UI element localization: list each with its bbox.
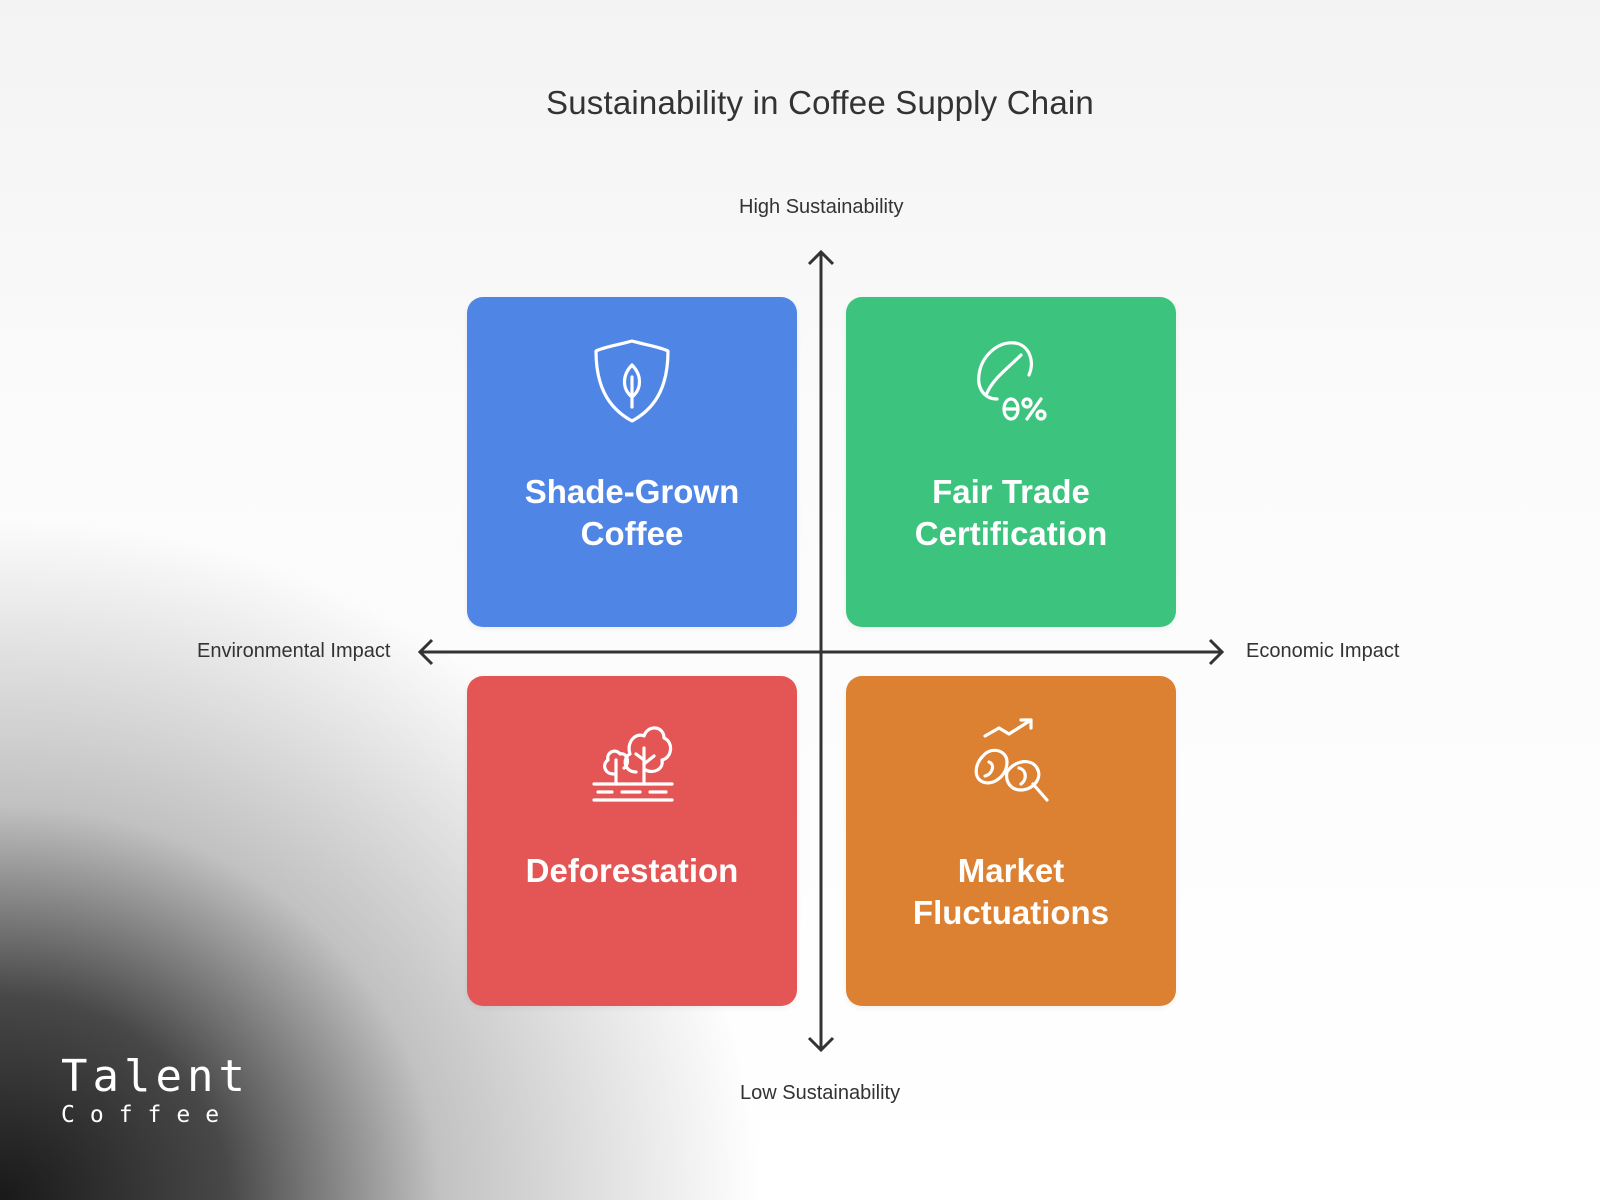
arrow-up: [807, 249, 835, 266]
trees-icon: [592, 726, 674, 802]
axis-label-right: Economic Impact: [1246, 640, 1400, 662]
quadrant-label: Shade-Grown Coffee: [524, 473, 740, 552]
axis-label-bottom: Low Sustainability: [740, 1082, 901, 1104]
diagram-title: Sustainability in Coffee Supply Chain: [546, 84, 1094, 121]
axis-label-left: Environmental Impact: [197, 640, 391, 662]
quadrant-shade-grown-coffee: Shade-Grown Coffee: [467, 297, 797, 627]
arrow-left: [417, 638, 434, 666]
arrow-down: [807, 1036, 835, 1053]
quadrant-label: Deforestation: [525, 852, 739, 889]
beans-trend-icon: [974, 718, 1049, 802]
quadrant-label: Market Fluctuations: [912, 852, 1110, 931]
quadrant-label: Fair Trade Certification: [914, 473, 1108, 552]
shield-leaf-icon: [594, 339, 670, 423]
axis-label-top: High Sustainability: [739, 196, 904, 218]
logo-line-2: Coffee: [61, 1102, 235, 1128]
coffee-bean-percent-icon: [977, 341, 1047, 421]
arrow-right: [1208, 638, 1225, 666]
quadrant-fair-trade-certification: Fair Trade Certification: [846, 297, 1176, 627]
talent-coffee-logo: Talent Coffee: [61, 1051, 250, 1129]
quadrant-market-fluctuations: Market Fluctuations: [846, 676, 1176, 1006]
logo-line-1: Talent: [61, 1051, 250, 1102]
quadrant-deforestation: Deforestation: [467, 676, 797, 1006]
